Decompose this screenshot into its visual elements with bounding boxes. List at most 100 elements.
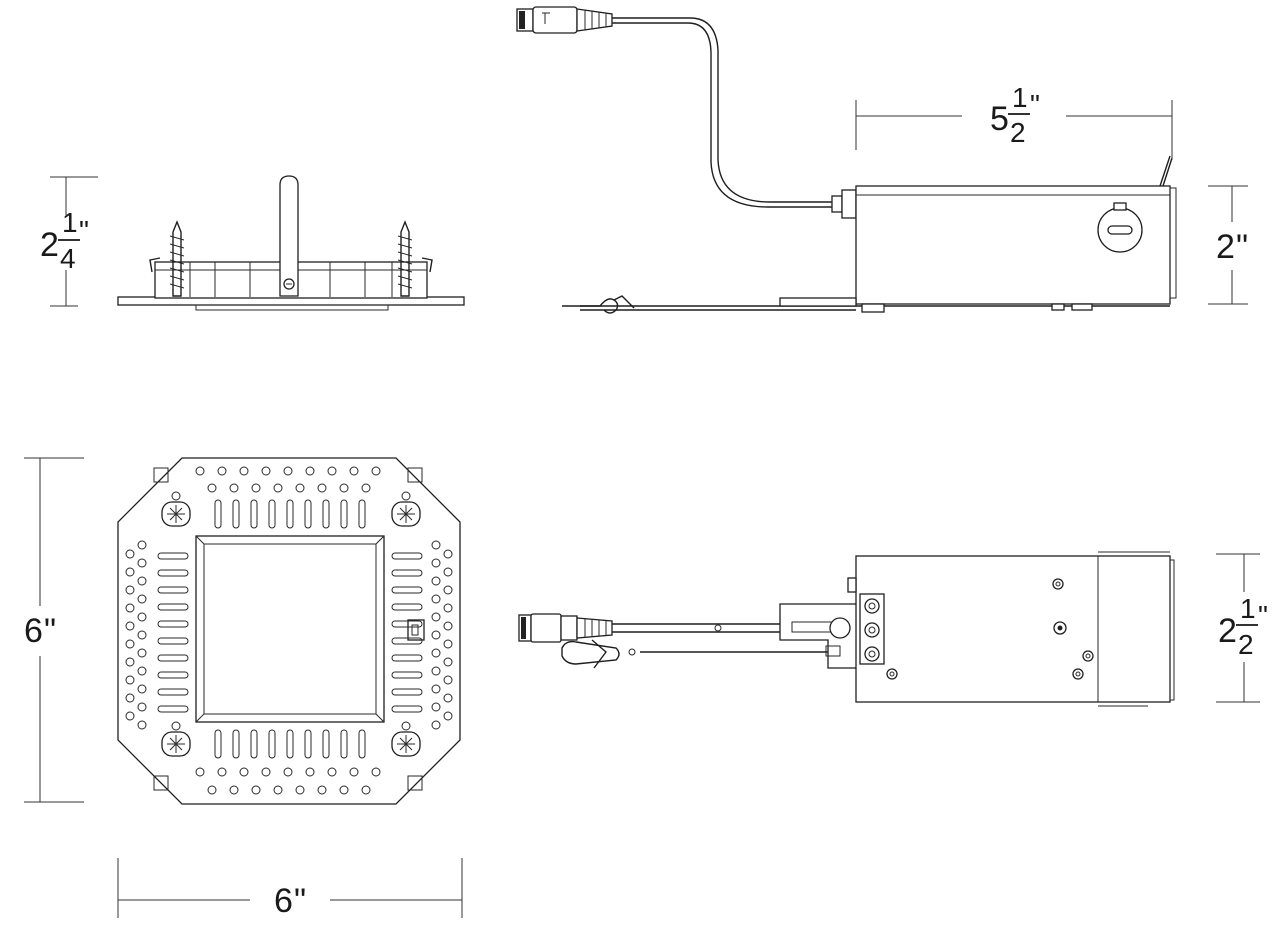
mount-hole [261,466,271,476]
mount-hole [125,621,135,631]
vent-slot [391,586,423,594]
mount-hole [431,648,441,658]
vent-slot [157,705,189,713]
mount-hole [443,567,453,577]
vent-slot [157,620,189,628]
mount-hole [361,785,371,795]
vent-slot [214,499,222,529]
vent-slot [157,688,189,696]
mount-hole [431,720,441,730]
mount-hole [431,684,441,694]
mount-hole [125,711,135,721]
mount-hole [251,785,261,795]
vent-slot [358,499,366,529]
dim-driver-width: 2 1 2 " [1216,553,1268,703]
vent-slot [391,569,423,577]
mount-hole [283,767,293,777]
vent-slot [268,729,276,759]
dim-side-height-whole: 2 [40,226,59,264]
mount-hole [443,657,453,667]
corner-clip-cross [397,505,415,523]
mount-hole [239,767,249,777]
mount-hole [273,785,283,795]
mount-hole [229,785,239,795]
dim-side-height: 2 1 4 " [40,176,98,307]
mount-hole [195,767,205,777]
mount-hole [443,693,453,703]
mount-hole [431,594,441,604]
dim-top-width: 6 " [117,858,463,920]
mount-hole [239,466,249,476]
vent-slot [157,637,189,645]
mount-hole [273,483,283,493]
vent-slot [391,671,423,679]
mount-hole [431,666,441,676]
vent-slot [391,654,423,662]
mount-hole [125,693,135,703]
mount-hole [371,466,381,476]
corner-clip-hole [171,491,181,501]
mount-hole [431,558,441,568]
mount-hole [431,612,441,622]
vent-slot [322,729,330,759]
mount-hole [207,785,217,795]
vent-slot [391,620,423,628]
mount-hole [431,540,441,550]
mount-hole [339,483,349,493]
mount-hole [125,675,135,685]
mount-hole [443,603,453,613]
mount-hole [137,540,147,550]
dim-driver-width-unit: " [1258,600,1268,631]
mount-hole [137,630,147,640]
dim-side-height-denominator: 4 [60,243,76,274]
mount-hole [137,720,147,730]
dim-driver-height: 2 " [1208,185,1248,305]
mount-hole [443,639,453,649]
mount-hole [229,483,239,493]
mount-hole [305,767,315,777]
mount-hole [137,576,147,586]
mount-hole [327,767,337,777]
vent-slot [340,499,348,529]
mount-hole [251,483,261,493]
dim-driver-length-unit: " [1030,89,1040,120]
mount-hole [137,594,147,604]
vent-slot [157,586,189,594]
mount-hole [349,767,359,777]
mount-hole [443,675,453,685]
vent-slot [250,499,258,529]
vent-slot [391,688,423,696]
mount-hole [125,657,135,667]
mount-hole [339,785,349,795]
vent-slot [286,729,294,759]
vent-slot [358,729,366,759]
mount-hole [125,639,135,649]
dim-driver-length-whole: 5 [990,100,1009,138]
dim-driver-length-numerator: 1 [1012,82,1028,113]
dim-driver-height-whole: 2 [1216,228,1235,266]
mount-hole [431,576,441,586]
mount-hole [137,666,147,676]
driver-top-view [518,551,1175,707]
driver-side-view [516,6,1177,314]
dim-top-width-whole: 6 [274,882,293,920]
frame-side-view [117,175,465,311]
mount-hole [137,648,147,658]
mount-hole [305,466,315,476]
vent-slot [232,729,240,759]
corner-clip-cross [167,735,185,753]
dim-side-height-unit: " [79,215,89,246]
mount-hole [295,483,305,493]
mount-hole [125,567,135,577]
dim-side-height-numerator: 1 [62,207,78,238]
vent-slot [340,729,348,759]
mount-hole [207,483,217,493]
corner-clip-hole [401,721,411,731]
vent-slot [157,671,189,679]
mount-hole [361,483,371,493]
mount-hole [349,466,359,476]
mount-hole [195,466,205,476]
mount-hole [137,558,147,568]
mount-hole [125,549,135,559]
